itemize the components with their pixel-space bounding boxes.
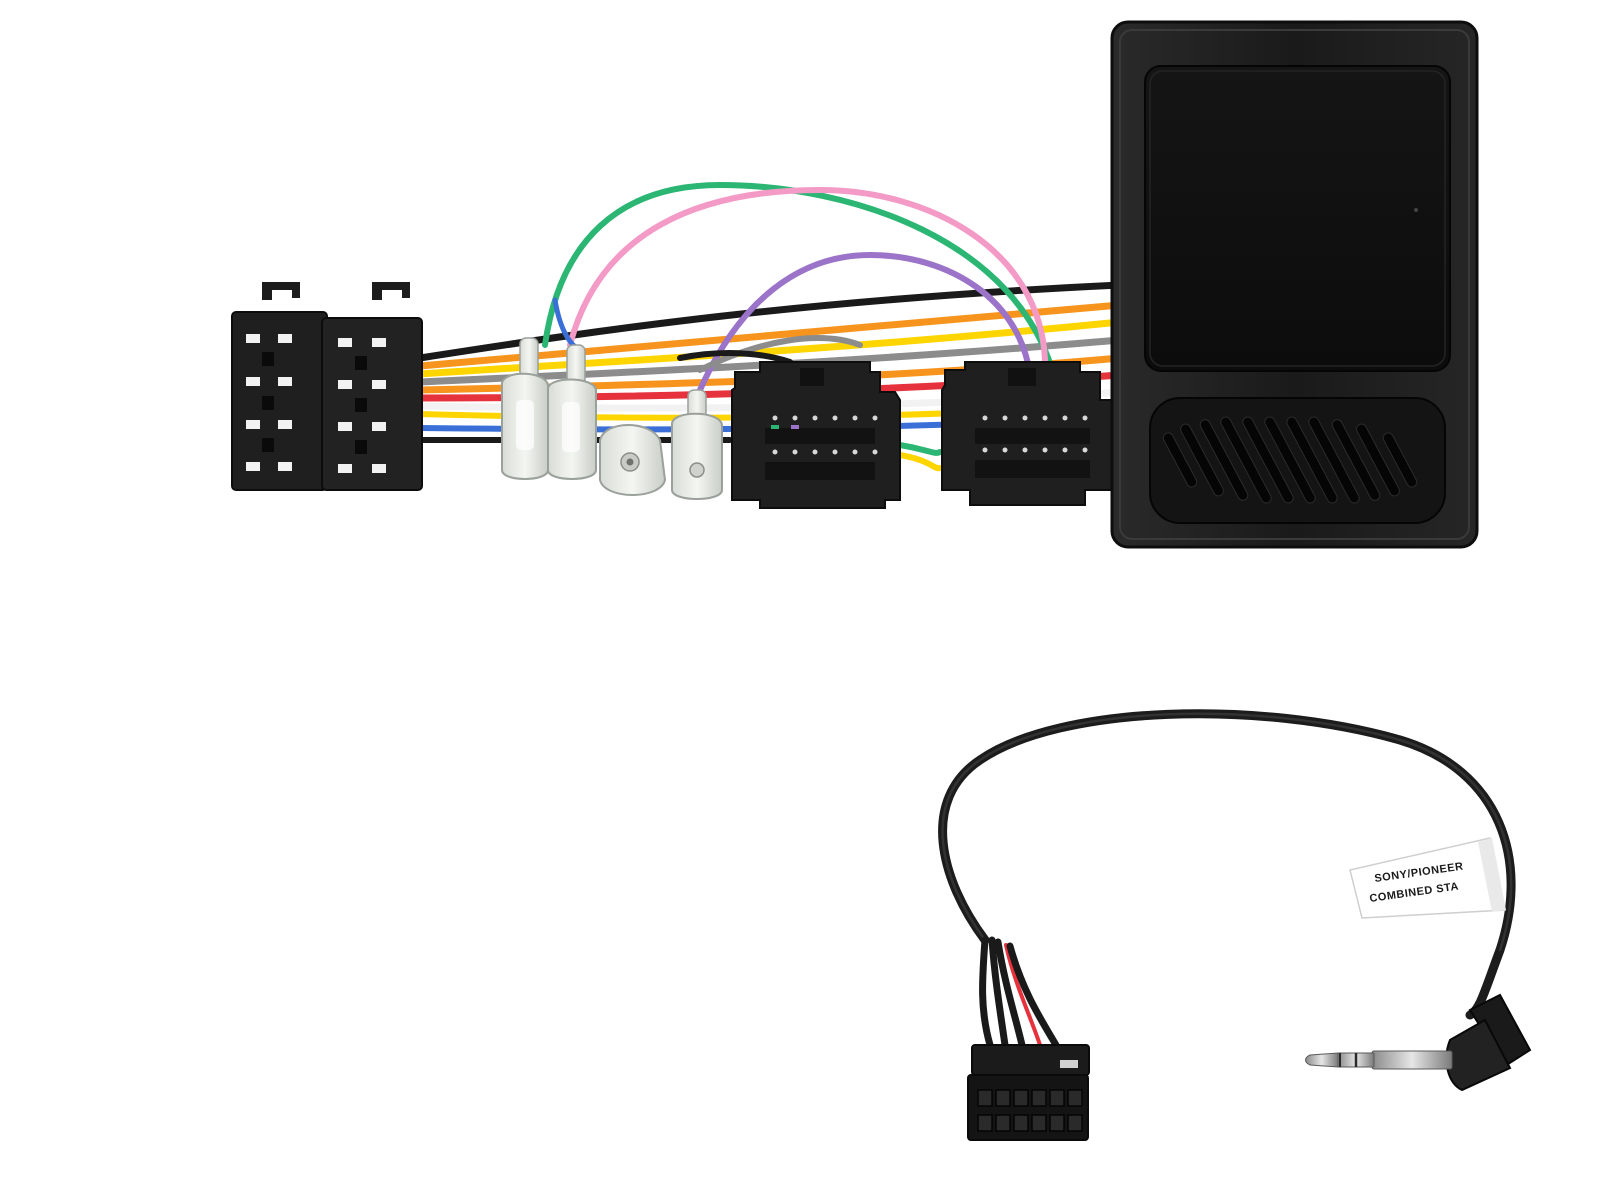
spade-terminal-2 — [547, 344, 597, 480]
iso-connector-left — [231, 282, 328, 491]
stereo-jack-plug — [1305, 993, 1532, 1092]
vehicle-connector-a — [731, 361, 901, 509]
grille-slots — [1162, 416, 1418, 504]
cable-label: SONY/PIONEER COMBINED STA — [1349, 837, 1506, 919]
patch-lead-cable — [938, 709, 1516, 1020]
interface-control-box — [1110, 20, 1479, 549]
iso-connector-right — [321, 282, 423, 491]
spade-terminal-1 — [501, 337, 549, 480]
pink-wire — [567, 186, 1048, 363]
green-wire — [542, 181, 1058, 383]
spade-terminal-set — [501, 337, 723, 500]
box-top-panel — [1144, 65, 1451, 372]
spade-terminal-4 — [671, 389, 723, 500]
iso-connector-pair — [231, 282, 423, 491]
spade-terminal-3 — [599, 424, 667, 496]
purple-wire — [697, 251, 1033, 393]
vehicle-connector-b — [941, 361, 1116, 506]
molex-connector — [967, 936, 1090, 1141]
